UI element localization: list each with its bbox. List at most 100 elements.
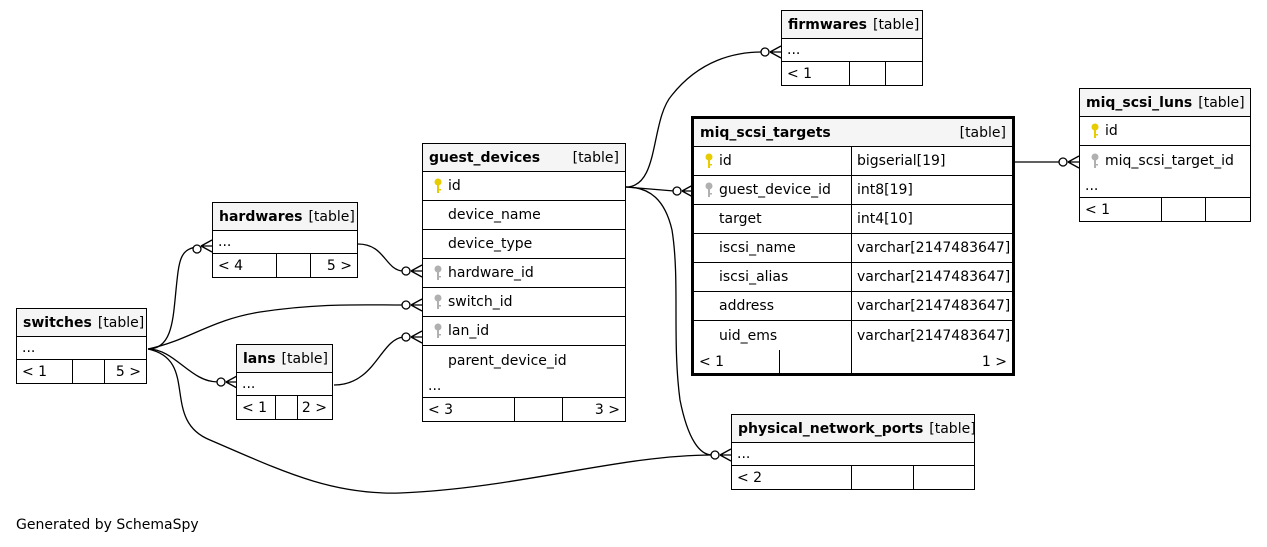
table-header: lans [table] [237,345,332,373]
table-stats-row: < 2 [732,466,974,489]
ellipsis: ... [218,234,232,250]
table-header: miq_scsi_targets [table] [694,119,1012,147]
column-name-cell: id [1080,117,1118,145]
table-more-row: ... [237,373,332,396]
edge-guest-devices-firmwares [625,51,763,188]
edge-hardwares-guest-devices [357,243,404,272]
edge-marker-circle [401,300,411,310]
column-type: varchar[2147483647] [857,327,1011,344]
table-name: guest_devices [429,149,541,166]
table-name: miq_scsi_targets [700,124,831,141]
column-name-cell: iscsi_alias [694,263,852,291]
table-name: miq_scsi_luns [1086,94,1193,111]
column-row[interactable]: miq_scsi_target_id [1080,146,1250,175]
column-row[interactable]: id [1080,117,1250,146]
table-name: physical_network_ports [738,420,924,437]
table-stats-row: < 1 5 > [17,360,146,383]
column-name-cell: target [694,205,852,233]
table-name: hardwares [219,208,303,225]
table-physical-network-ports[interactable]: physical_network_ports [table] ... < 2 [731,414,976,490]
column-name: address [719,298,775,314]
column-row[interactable]: uid_ems varchar[2147483647] [694,321,1012,350]
column-row[interactable]: switch_id [423,288,625,317]
crowfoot-marker [1067,155,1080,169]
column-name: iscsi_name [719,240,796,256]
crowfoot-marker [719,448,732,462]
column-row[interactable]: id bigserial[19] [694,147,1012,176]
column-name: target [719,211,762,227]
column-name-cell: switch_id [423,288,512,316]
column-name: uid_ems [719,327,778,344]
column-name: guest_device_id [719,182,831,198]
edge-switches-guest-devices [147,304,404,350]
table-more-row: ... [423,375,625,398]
table-switches[interactable]: switches [table] ... < 1 5 > [16,308,147,384]
edge-guest-devices-physical-ports [625,186,713,456]
column-row[interactable]: iscsi_name varchar[2147483647] [694,234,1012,263]
column-type: varchar[2147483647] [857,298,1011,314]
ellipsis: ... [787,42,801,58]
column-row[interactable]: id [423,172,625,201]
table-miq-scsi-targets[interactable]: miq_scsi_targets [table] id bigserial[19]… [691,116,1015,376]
table-more-row: ... [732,443,974,466]
crowfoot-marker [225,375,238,389]
foreign-key-icon [699,182,719,198]
column-row[interactable]: guest_device_id int8[19] [694,176,1012,205]
table-hardwares[interactable]: hardwares [table] ... < 4 5 > [212,202,358,278]
table-name: lans [243,350,276,367]
table-lans[interactable]: lans [table] ... < 1 2 > [236,344,333,420]
crowfoot-marker [769,45,782,59]
children-count [914,466,974,489]
table-firmwares[interactable]: firmwares [table] ... < 1 [781,10,923,86]
column-row[interactable]: target int4[10] [694,205,1012,234]
foreign-key-icon [428,265,448,281]
table-tag: [table] [308,208,355,225]
column-name: hardware_id [448,265,534,281]
column-list: id bigserial[19] guest_device_id int8[19] ta… [694,147,1012,350]
column-row[interactable]: lan_id [423,317,625,346]
column-name-cell: id [694,147,852,175]
table-tag: [table] [929,420,976,437]
edge-marker-circle [1058,157,1068,167]
table-header: miq_scsi_luns [table] [1080,89,1250,117]
column-row[interactable]: address varchar[2147483647] [694,292,1012,321]
parents-count: < 2 [732,466,852,489]
column-row[interactable]: device_name [423,201,625,230]
row-count [1162,198,1206,221]
column-type: int4[10] [857,211,913,227]
column-name: lan_id [448,323,490,339]
column-type: bigserial[19] [857,153,946,169]
column-row[interactable]: device_type [423,230,625,259]
column-name: switch_id [448,294,513,310]
primary-key-icon [699,153,719,169]
parents-count: < 1 [782,62,850,85]
table-name: firmwares [788,16,867,33]
parents-count: < 1 [694,350,780,373]
crowfoot-marker [200,239,213,253]
row-count [515,398,563,421]
foreign-key-icon [428,294,448,310]
table-tag: [table] [97,314,145,331]
crowfoot-marker [410,330,423,344]
generator-credit: Generated by SchemaSpy [16,517,199,533]
row-count [73,360,105,383]
column-name-cell: address [694,292,852,320]
parents-count: < 1 [237,396,276,419]
row-count [850,62,886,85]
foreign-key-icon [1085,153,1105,169]
column-name: iscsi_alias [719,269,789,285]
children-count: 5 > [326,257,352,274]
children-count: 3 > [594,401,620,418]
column-type: int8[19] [857,182,913,198]
column-type: varchar[2147483647] [857,240,1011,256]
row-count [276,396,298,419]
column-row[interactable]: parent_device_id [423,346,625,375]
table-tag: [table] [572,149,619,166]
ellipsis: ... [242,376,256,392]
table-more-row: ... [213,231,357,254]
table-stats-row: < 1 1 > [694,350,1012,373]
column-row[interactable]: hardware_id [423,259,625,288]
